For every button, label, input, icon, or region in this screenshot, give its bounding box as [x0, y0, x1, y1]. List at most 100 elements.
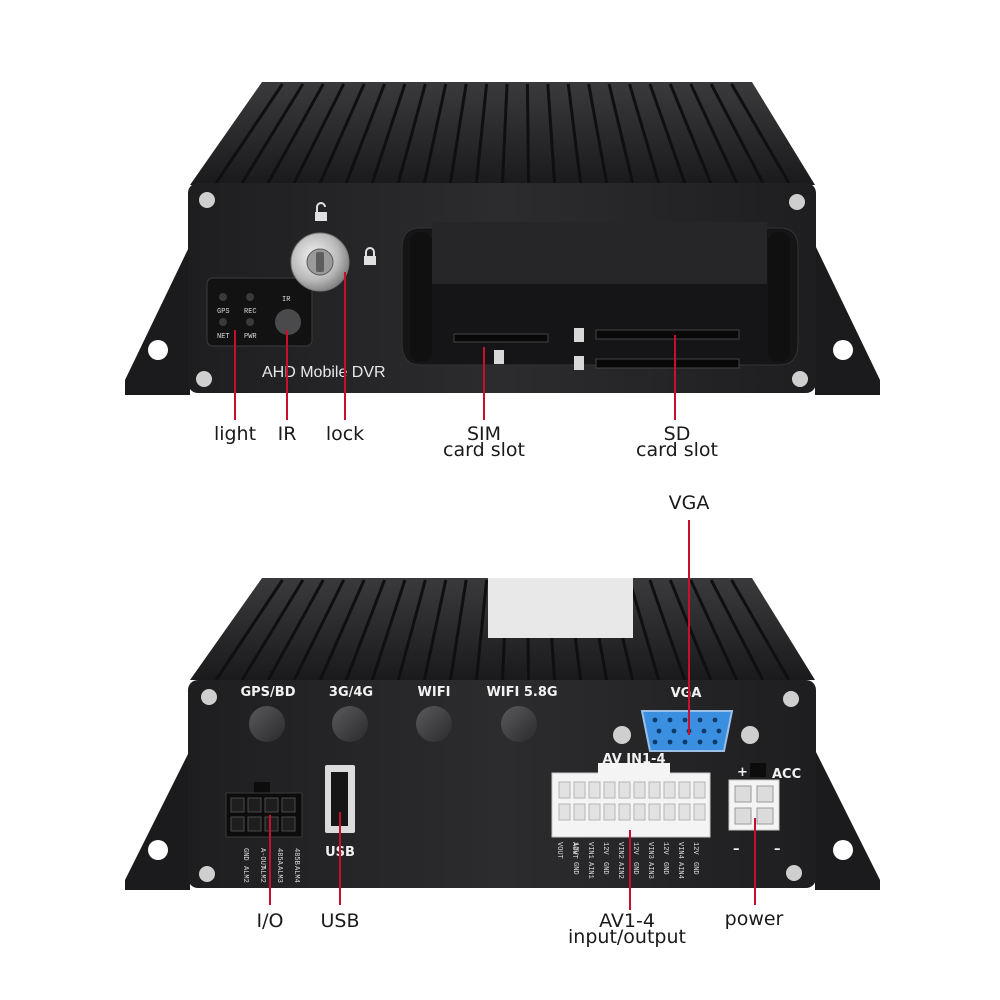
heatsink-fin: [730, 579, 791, 681]
av-pin-label: AIN4: [676, 862, 684, 879]
av-pin: [678, 781, 691, 799]
av-pin: [648, 803, 661, 821]
callout-usb: USB: [320, 910, 360, 932]
heatsink-fin: [240, 83, 305, 184]
av-pin-label: VIN2: [616, 842, 624, 859]
callout-av-line2: input/output: [568, 926, 686, 948]
callout-ir: IR: [277, 423, 297, 445]
av-pin-label: GND: [691, 862, 699, 875]
av-pin-label: 12V: [691, 842, 699, 855]
heatsink-fin: [266, 83, 325, 184]
callout-sd-line1: SD: [663, 423, 691, 445]
heatsink-fin: [422, 83, 448, 184]
callout-power: power: [724, 908, 784, 930]
heatsink-fin: [240, 579, 305, 681]
heatsink-fin: [474, 579, 489, 681]
io-pin: [281, 797, 296, 813]
vga-pin: [652, 739, 658, 745]
sd-card-slot-2[interactable]: [595, 358, 740, 369]
io-pin: [264, 816, 279, 832]
av-pin: [558, 803, 571, 821]
av-pin: [678, 803, 691, 821]
vga-port-label: VGA: [671, 686, 702, 701]
port-label-wifi: WIFI: [418, 685, 451, 700]
heatsink-fin: [546, 83, 557, 184]
wifi-antenna-port[interactable]: [416, 706, 452, 742]
indicator-leds: [219, 293, 254, 326]
vga-pin: [671, 728, 677, 734]
io-pin-label: ALM2: [258, 866, 266, 883]
callout-vga: VGA: [668, 492, 710, 514]
port-label-gps: GPS/BD: [240, 685, 295, 700]
vga-pin: [716, 728, 722, 734]
heatsink-fin: [709, 579, 765, 681]
sd-card-slot-1[interactable]: [595, 329, 740, 340]
heatsink-fin: [318, 83, 366, 184]
heatsink-fin: [370, 579, 407, 681]
wifi58-antenna-port[interactable]: [501, 706, 537, 742]
io-pin-label: ALM4: [292, 866, 300, 883]
av-pin: [663, 803, 676, 821]
heatsink-fin: [396, 83, 427, 184]
front-fins: [214, 83, 791, 184]
av-pin: [588, 803, 601, 821]
av-pin-label: AIN1: [586, 862, 594, 879]
heatsink-fin: [266, 579, 325, 681]
vga-pin: [682, 717, 688, 723]
vga-pins: [652, 717, 722, 745]
io-pin-label: GND: [241, 848, 249, 861]
av-pin-label: GND: [571, 862, 579, 875]
heatsink-fin: [344, 83, 386, 184]
screw-icon: [196, 192, 808, 387]
callout-sd-line2: card slot: [636, 439, 718, 461]
heatsink-fin: [730, 83, 791, 184]
led-label-pwr: PWR: [244, 333, 257, 341]
io-pin-label: 485B: [292, 848, 300, 865]
heatsink-fin: [396, 579, 427, 681]
callout-sim-line2: card slot: [443, 439, 525, 461]
heatsink-fin: [566, 83, 583, 184]
vga-pin: [697, 739, 703, 745]
sd-card-icon: [574, 356, 584, 370]
heatsink-fin: [648, 83, 687, 184]
callout-sim-line1: SIM: [466, 423, 502, 445]
callout-lock: lock: [325, 423, 365, 445]
front-unit: GPS REC NET PWR IR AHD Mobile DVR: [125, 82, 880, 395]
av-pin-label: GND: [601, 862, 609, 875]
vga-pin: [712, 717, 718, 723]
heatsink-fin: [607, 83, 635, 184]
av-pin: [663, 781, 676, 799]
heatsink-fin: [501, 83, 509, 184]
power-minus-label-2: –: [774, 842, 781, 857]
led-label-rec: REC: [244, 308, 257, 316]
io-pin: [281, 816, 296, 832]
lock-icon: [364, 247, 376, 265]
heatsink-fin: [344, 579, 386, 681]
heatsink-fin: [292, 83, 346, 184]
sim-card-slot[interactable]: [453, 333, 549, 343]
io-pin: [247, 797, 262, 813]
av-pin-label: VOUT: [555, 842, 563, 859]
av-pin: [648, 781, 661, 799]
product-sticker: [488, 578, 633, 638]
gps-antenna-port[interactable]: [249, 706, 285, 742]
ir-sensor: [275, 309, 301, 335]
heatsink-fin: [318, 579, 366, 681]
3g4g-antenna-port[interactable]: [332, 706, 368, 742]
io-pin-label: ALM3: [275, 866, 283, 883]
heatsink-fin: [292, 579, 346, 681]
av-pin-label: VIN1: [586, 842, 594, 859]
heatsink-fin: [214, 83, 284, 184]
av-pin: [573, 781, 586, 799]
av-pin-label: AOUT: [570, 842, 578, 859]
heatsink-fin: [448, 579, 468, 681]
io-pin-label: 485A: [275, 848, 283, 866]
heatsink-fin: [648, 579, 687, 681]
callout-light: light: [213, 423, 257, 445]
sd-card-icon: [574, 328, 584, 342]
av-pin: [693, 803, 706, 821]
vga-pin: [712, 739, 718, 745]
